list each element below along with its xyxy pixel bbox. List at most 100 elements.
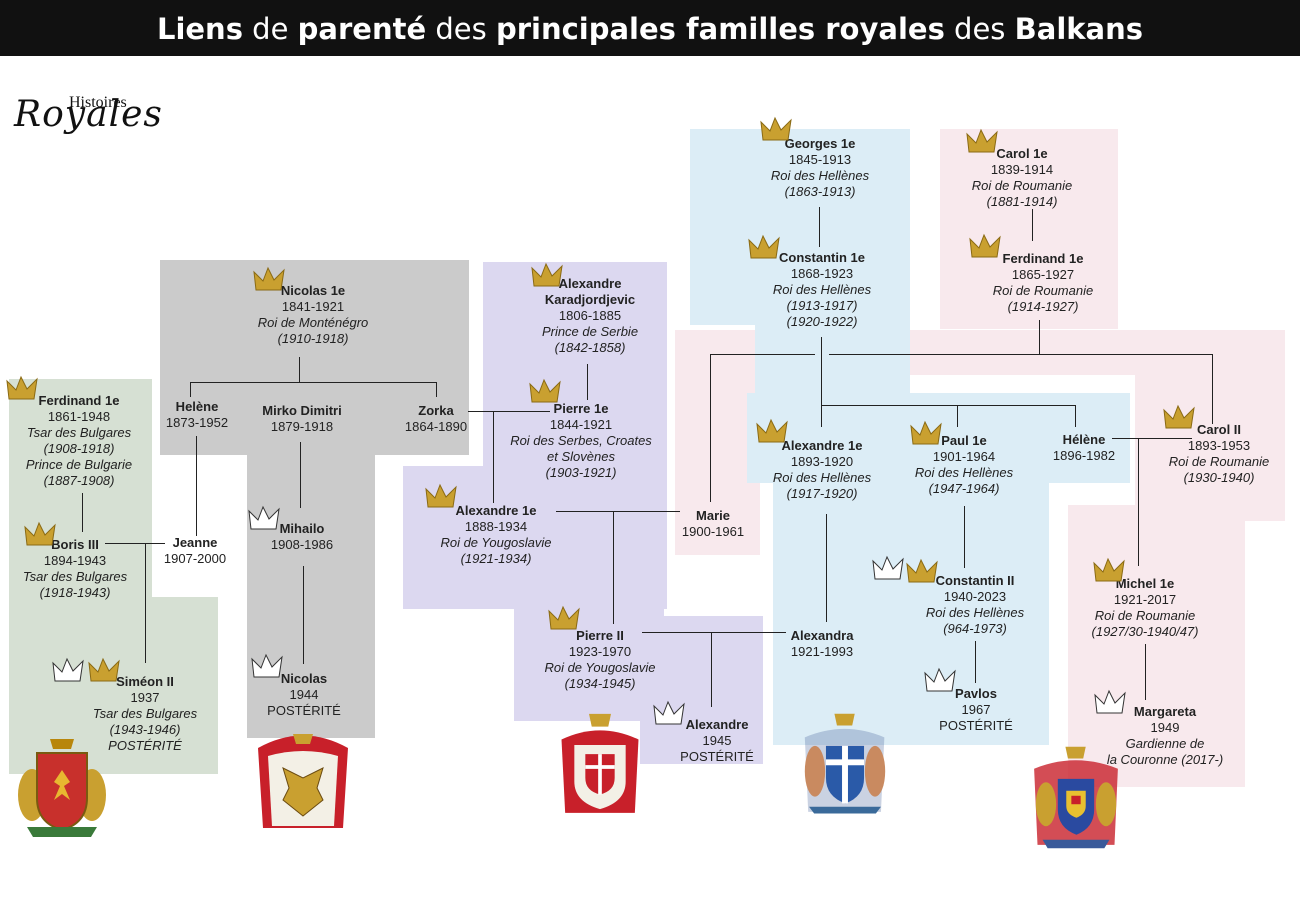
person-years: 1896-1982 <box>1052 448 1116 463</box>
person-name: Marie <box>696 508 730 523</box>
connector <box>1039 320 1040 354</box>
connector <box>300 442 301 508</box>
person-years: 1868-1923 <box>790 266 854 281</box>
connector <box>1145 644 1146 700</box>
connector <box>190 382 437 383</box>
person-title: (1842-1858) <box>554 340 626 355</box>
person-name: Jeanne <box>172 535 218 550</box>
connector <box>303 566 304 664</box>
person-title: (1947-1964) <box>928 481 1000 496</box>
serbia-region-low2 <box>640 616 763 764</box>
person-title: Prince de Bulgarie <box>25 457 133 472</box>
connector <box>821 405 1076 406</box>
outline-crown-icon <box>251 653 283 678</box>
person-title: (1881-1914) <box>986 194 1058 209</box>
person-mihailo: Mihailo 1908-1986 <box>271 521 333 553</box>
person-title: Tsar des Bulgares <box>26 425 132 440</box>
person-years: 1894-1943 <box>43 553 107 568</box>
gold-crown-icon <box>548 605 580 630</box>
person-title: Roi des Hellènes <box>925 605 1025 620</box>
person-constantin-1: Constantin 1e 1868-1923 Roi des Hellènes… <box>773 250 871 330</box>
person-name: Pavlos <box>955 686 997 701</box>
person-title: et Slovènes <box>547 449 615 464</box>
person-name: Boris III <box>51 537 99 552</box>
connector <box>436 382 437 397</box>
person-years: 1893-1920 <box>790 454 854 469</box>
gold-crown-icon <box>529 378 561 403</box>
romania-region-low <box>1068 505 1245 787</box>
connector <box>1032 209 1033 241</box>
serbia-region-low <box>514 609 664 721</box>
bulgaria-coat-of-arms-icon <box>18 739 106 837</box>
logo-histoires: Histoires <box>69 94 127 111</box>
connector <box>468 411 550 412</box>
person-name: Paul 1e <box>941 433 987 448</box>
person-constantin-2: Constantin II 1940-2023 Roi des Hellènes… <box>926 573 1024 637</box>
person-title: Roi de Yougoslavie <box>544 660 656 675</box>
person-michel: Michel 1e 1921-2017 Roi de Roumanie (192… <box>1092 576 1199 640</box>
person-title: (964-1973) <box>943 621 1007 636</box>
person-title: Roi des Serbes, Croates <box>510 433 652 448</box>
gold-crown-icon <box>6 375 38 400</box>
person-years: 1923-1970 <box>568 644 632 659</box>
gold-crown-icon <box>906 558 938 583</box>
connector <box>493 411 494 503</box>
person-carol-1: Carol 1e 1839-1914 Roi de Roumanie (1881… <box>972 146 1072 210</box>
person-title: Roi de Roumanie <box>992 283 1094 298</box>
person-years: 1907-2000 <box>163 551 227 566</box>
gold-crown-icon <box>966 128 998 153</box>
serbia-region <box>483 262 667 466</box>
person-name: Alexandre <box>685 717 749 732</box>
person-name: Carol 1e <box>996 146 1048 161</box>
person-years: 1845-1913 <box>788 152 852 167</box>
person-title: (1920-1922) <box>786 314 858 329</box>
person-name: Carol II <box>1196 422 1242 437</box>
outline-crown-icon <box>248 505 280 530</box>
person-name: Mirko Dimitri <box>262 403 342 418</box>
person-years: 1967 <box>961 702 991 717</box>
person-name: Alexandra <box>790 628 854 643</box>
person-georges: Georges 1e 1845-1913 Roi des Hellènes (1… <box>771 136 869 200</box>
person-title: Gardienne de <box>1125 736 1205 751</box>
person-title: (1887-1908) <box>43 473 115 488</box>
person-nicolas-posterity: Nicolas 1944 POSTÉRITÉ <box>267 671 341 719</box>
connector <box>826 514 827 622</box>
person-jeanne: Jeanne 1907-2000 <box>164 535 226 567</box>
person-years: 1937 <box>130 690 160 705</box>
person-name: Margareta <box>1133 704 1197 719</box>
bulgaria-region-ext <box>150 597 218 774</box>
gold-crown-icon <box>748 234 780 259</box>
connector <box>299 357 300 382</box>
person-title: (1910-1918) <box>277 331 349 346</box>
gold-crown-icon <box>1093 557 1125 582</box>
person-years: 1949 <box>1150 720 1180 735</box>
connector <box>710 354 815 355</box>
person-years: 1893-1953 <box>1187 438 1251 453</box>
logo-royales: Royales <box>14 94 163 135</box>
person-alexandre-yougoslavie: Alexandre 1e 1888-1934 Roi de Yougoslavi… <box>440 503 551 567</box>
connector <box>1075 405 1076 427</box>
person-name: Alexandre 1e <box>455 503 537 518</box>
person-alexandre-posterity: Alexandre 1945 POSTÉRITÉ <box>680 717 754 765</box>
person-name: Constantin 1e <box>779 250 865 265</box>
person-years: 1806-1885 <box>558 308 622 323</box>
connector <box>587 364 588 400</box>
person-years: 1873-1952 <box>165 415 229 430</box>
person-name: Constantin II <box>935 573 1015 588</box>
person-name: Zorka <box>418 403 454 418</box>
person-posterity: POSTÉRITÉ <box>680 749 754 764</box>
person-name: Hélène <box>1062 432 1106 447</box>
connector <box>821 337 822 405</box>
gold-crown-icon <box>1163 404 1195 429</box>
person-posterity: POSTÉRITÉ <box>108 738 182 753</box>
person-years: 1921-2017 <box>1113 592 1177 607</box>
person-title: (1930-1940) <box>1183 470 1255 485</box>
person-posterity: POSTÉRITÉ <box>939 718 1013 733</box>
gold-crown-icon <box>760 116 792 141</box>
person-years: 1888-1934 <box>464 519 528 534</box>
title-word: des <box>944 12 1015 46</box>
person-alexandra: Alexandra 1921-1993 <box>791 628 854 660</box>
gold-crown-icon <box>756 418 788 443</box>
title-word: de <box>242 12 298 46</box>
greece-region-top <box>690 129 910 325</box>
